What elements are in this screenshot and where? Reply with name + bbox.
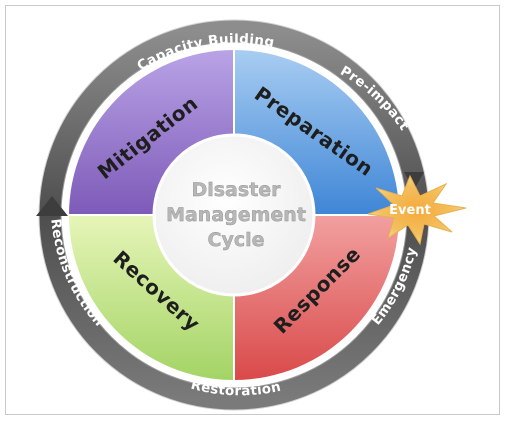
ring-label-restoration: Restoration xyxy=(189,377,282,400)
center-circle xyxy=(152,133,316,297)
event-starburst xyxy=(367,174,467,246)
event-label: Event xyxy=(389,203,431,218)
center-title-line-3: Cycle xyxy=(208,229,265,251)
center-title-line-1: Disaster xyxy=(191,179,281,201)
center-title-line-2: Management xyxy=(166,204,306,226)
ring-arrowhead-right xyxy=(404,172,424,190)
ring-arrowhead-left xyxy=(36,196,68,216)
